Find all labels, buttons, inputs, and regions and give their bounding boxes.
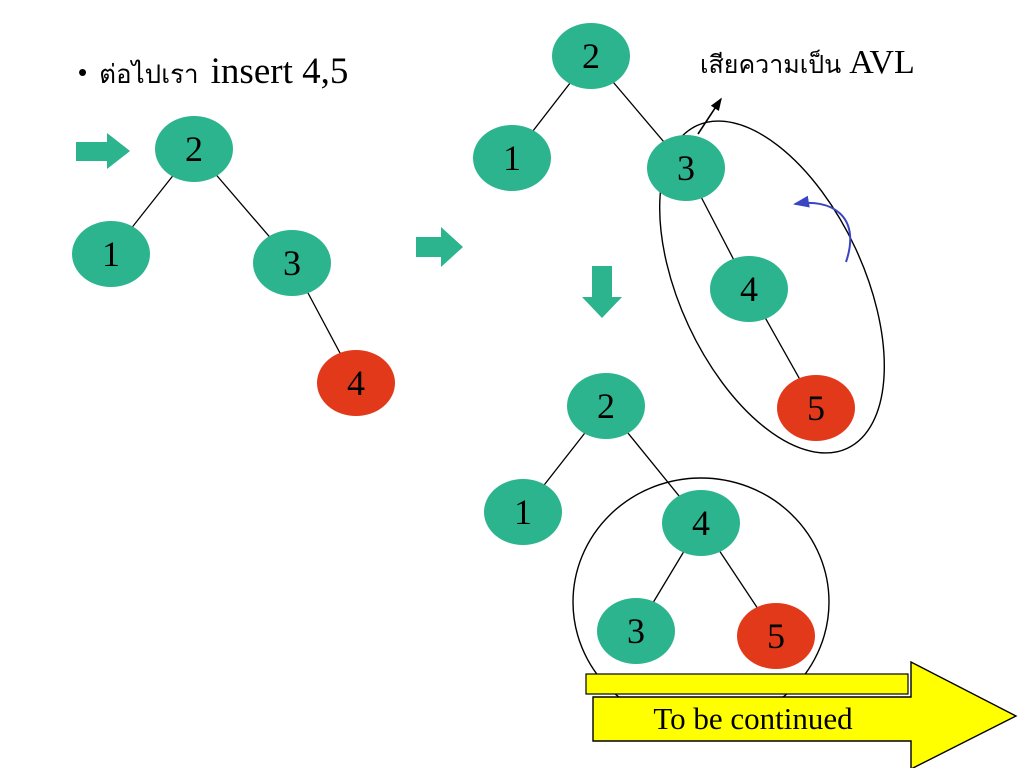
tree2-edges [511,55,817,409]
tree3-node: 4 [662,490,740,556]
tree3-node: 2 [567,373,645,439]
tree1-node: 1 [72,221,150,287]
yellow-banner-bar [585,673,909,695]
rotation-curve-arrow-icon [793,195,852,263]
to-be-continued-arrow [592,660,1018,768]
tree1-node: 4 [317,350,395,416]
bullet-line: • ต่อไปเรา insert 4,5 [78,50,348,95]
tree2-node: 1 [473,125,551,191]
right-arrow-icon [416,227,463,267]
note-pointer-arrow [697,97,722,135]
bullet-latin-text: insert 4,5 [210,51,349,92]
avl-note-thai-text: เสียความเป็น [700,52,842,79]
tree2-node: 3 [647,135,725,201]
bullet-thai-text: ต่อไปเรา [99,60,199,89]
tree2-node: 5 [777,375,855,441]
avl-note: เสียความเป็น AVL [700,44,915,85]
to-be-continued-label: To be continued [653,701,853,736]
avl-note-latin-text: AVL [849,44,915,81]
tree2-node: 2 [552,23,630,89]
tree3-node: 1 [484,479,562,545]
violation-ellipse [659,120,885,454]
right-arrow-icon [76,133,130,169]
tree1-node: 3 [253,230,331,296]
bullet-marker: • [78,57,88,87]
tree3-node: 3 [597,598,675,664]
down-arrow-icon [582,266,622,318]
tree3-node: 5 [737,603,815,669]
tree1-node: 2 [155,116,233,182]
tree2-node: 4 [710,256,788,322]
